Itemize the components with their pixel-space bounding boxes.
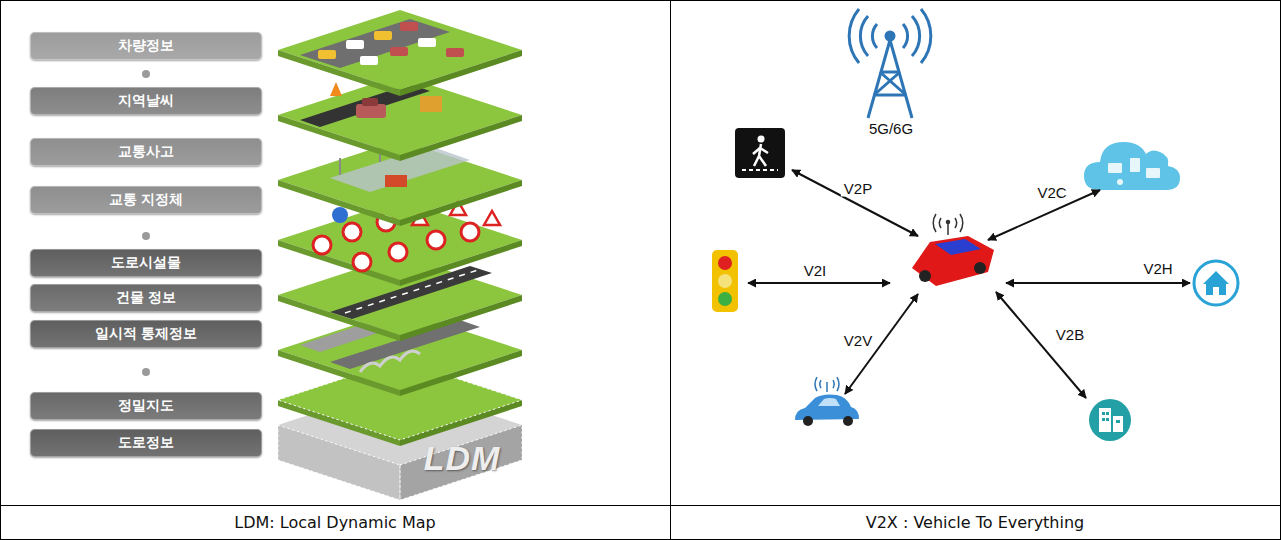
link-label: V2C [1034,184,1069,201]
link-label: V2B [1053,326,1087,343]
pedestrian-icon [735,128,785,178]
list-box: 지역날씨 [30,87,262,115]
caption-cell: V2X : Vehicle To Everything [866,513,1085,532]
table-divider [670,0,671,540]
list-box: 교통 지정체 [30,186,262,214]
link-label: V2H [1140,260,1175,277]
list-text: 정밀지도 [118,397,174,415]
red-car-icon [912,214,994,286]
list-box: 교통사고 [30,138,262,166]
list-box: 정밀지도 [30,392,262,420]
list-text: 교통사고 [118,143,174,161]
caption-cell: LDM: Local Dynamic Map [234,513,435,532]
map-layer [278,10,522,446]
list-box: 일시적 통제정보 [30,320,262,348]
list-text: 차량정보 [118,37,174,55]
link-label: V2P [841,180,875,197]
tower-icon [849,9,931,118]
list-box: 도로시설물 [30,249,262,277]
list-text: 지역날씨 [118,92,174,110]
list-text: 건물 정보 [116,289,177,307]
ldm-text: LDM [424,439,501,478]
network-label: 5G/6G [867,120,915,137]
link-label: V2V [841,332,875,349]
list-text: 도로정보 [118,434,174,452]
list-text: 교통 지정체 [109,191,184,209]
list-text: 일시적 통제정보 [95,325,198,343]
link-label: V2I [801,262,830,279]
list-box: 차량정보 [30,32,262,60]
v2x-arrow [748,170,1190,398]
home-icon [1194,261,1238,305]
list-box: 도로정보 [30,429,262,457]
cloud-icon [1084,142,1180,190]
blue-car-icon [795,377,859,426]
list-box: 건물 정보 [30,284,262,312]
traffic-light-icon [712,250,738,312]
list-text: 도로시설물 [111,254,181,272]
table-divider [0,505,1281,506]
building-icon [1089,399,1131,441]
